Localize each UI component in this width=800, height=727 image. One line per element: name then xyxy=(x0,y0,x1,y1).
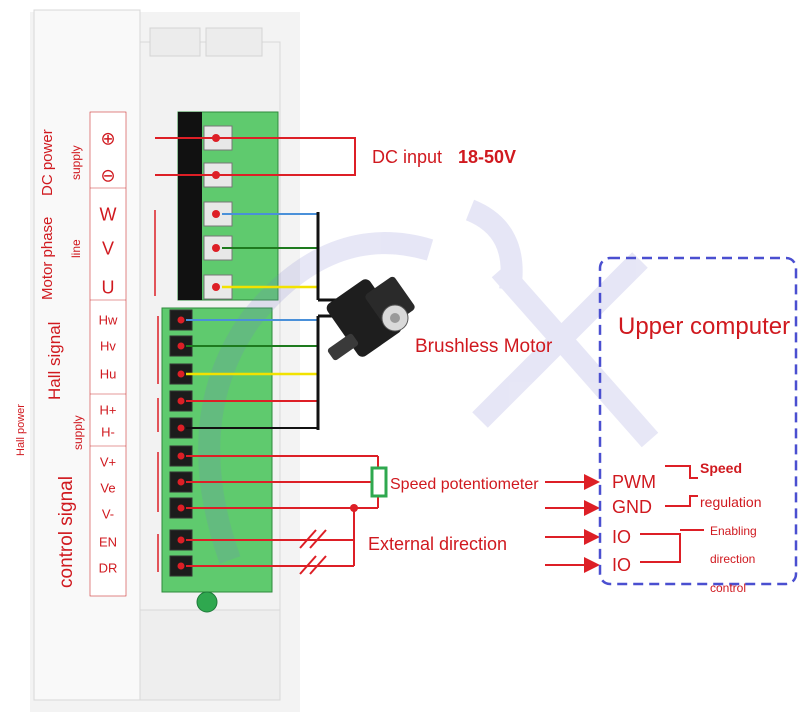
control-terminal-label: V+ xyxy=(100,455,116,470)
note-enabling: Enabling xyxy=(710,524,757,538)
phase-terminal-label: U xyxy=(102,277,115,297)
upper-computer-title: Upper computer xyxy=(618,313,790,340)
dc-input-range: 18-50V xyxy=(458,147,516,167)
speed-potentiometer-label: Speed potentiometer xyxy=(390,476,539,493)
terminal-screw xyxy=(169,335,193,357)
potentiometer-symbol xyxy=(370,466,388,498)
control-terminal-label: EN xyxy=(99,535,117,550)
hall-signal-label: Hall signal xyxy=(45,322,64,400)
dc-input-label: DC input xyxy=(372,147,442,167)
note-control: control xyxy=(710,581,746,595)
upper-computer-box xyxy=(598,256,798,586)
hall-supply-label: supply xyxy=(71,415,85,450)
terminal-screw xyxy=(169,555,193,577)
pin-pwm: PWM xyxy=(612,472,656,492)
control-terminal-label: Ve xyxy=(100,481,115,496)
hall-terminal-label: Hu xyxy=(100,367,117,382)
pin-io-1: IO xyxy=(612,527,631,547)
brushless-motor-icon xyxy=(326,276,415,361)
phase-terminal-label: V xyxy=(102,238,114,258)
control-signal-label: control signal xyxy=(56,476,77,588)
hall-terminal-label: Hv xyxy=(100,339,116,354)
hall-terminal-label: Hw xyxy=(99,313,118,328)
pin-io-2: IO xyxy=(612,555,631,575)
external-direction-label: External direction xyxy=(368,534,507,554)
motor-phase-label: Motor phase xyxy=(39,217,56,300)
hall-terminal-label: H- xyxy=(101,425,115,440)
dc-supply-label: supply xyxy=(69,145,83,180)
status-led xyxy=(196,591,218,613)
line-label: line xyxy=(69,239,83,258)
hall-terminal-label: H+ xyxy=(100,403,117,418)
note-direction: direction xyxy=(710,552,755,566)
note-regulation: regulation xyxy=(700,494,762,510)
terminal-screw xyxy=(169,471,193,493)
dc-power-label: DC power xyxy=(39,129,56,196)
terminal-screw xyxy=(169,363,193,385)
phase-terminal-label: W xyxy=(100,204,117,224)
hall-power-label: Hall power xyxy=(15,404,27,456)
brushless-motor-label: Brushless Motor xyxy=(415,336,553,357)
control-terminal-label: DR xyxy=(99,561,118,576)
control-terminal-label: V- xyxy=(102,507,114,522)
power-terminal-label: ⊖ xyxy=(100,165,115,185)
pin-gnd: GND xyxy=(612,497,652,517)
power-terminal-label: ⊕ xyxy=(100,128,115,148)
note-speed: Speed xyxy=(700,460,742,476)
terminal-screw xyxy=(169,529,193,551)
